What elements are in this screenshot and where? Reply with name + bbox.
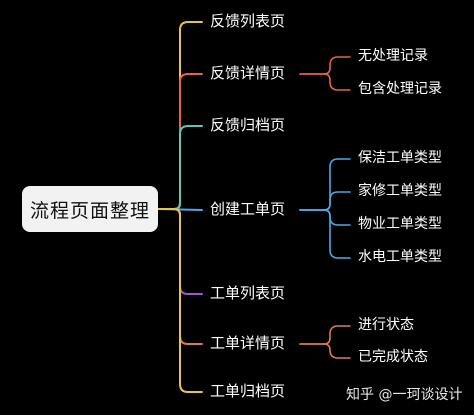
child-node-4-4: 水电工单类型 xyxy=(358,249,442,265)
child-connector-4-1 xyxy=(299,158,351,211)
branch-node-2: 反馈详情页 xyxy=(210,64,286,82)
root-node: 流程页面整理 xyxy=(22,186,158,232)
child-connector-2-2 xyxy=(299,73,351,91)
child-node-2-1: 无处理记录 xyxy=(358,48,428,64)
watermark: 知乎 @一珂谈设计 xyxy=(346,387,463,403)
child-connector-4-3 xyxy=(299,209,351,226)
branch-node-1: 反馈列表页 xyxy=(210,12,286,30)
branch-node-4: 创建工单页 xyxy=(210,200,286,218)
child-connector-6-2 xyxy=(299,343,351,359)
child-node-4-3: 物业工单类型 xyxy=(358,216,442,232)
child-node-4-1: 保洁工单类型 xyxy=(358,150,442,166)
child-node-6-2: 已完成状态 xyxy=(358,349,428,365)
child-node-4-2: 家修工单类型 xyxy=(358,183,442,199)
child-connector-6-1 xyxy=(299,325,351,345)
branch-connector-3 xyxy=(157,125,203,210)
child-node-6-1: 进行状态 xyxy=(358,317,414,333)
branch-node-6: 工单详情页 xyxy=(210,334,286,352)
branch-node-5: 工单列表页 xyxy=(210,284,286,302)
child-connector-4-2 xyxy=(299,191,351,211)
child-node-2-2: 包含处理记录 xyxy=(358,81,442,97)
branch-connector-7 xyxy=(157,208,203,393)
child-connector-2-1 xyxy=(299,56,351,75)
branch-node-3: 反馈归档页 xyxy=(210,116,286,134)
branch-node-7: 工单归档页 xyxy=(210,382,286,400)
child-connector-4-4 xyxy=(299,209,351,259)
